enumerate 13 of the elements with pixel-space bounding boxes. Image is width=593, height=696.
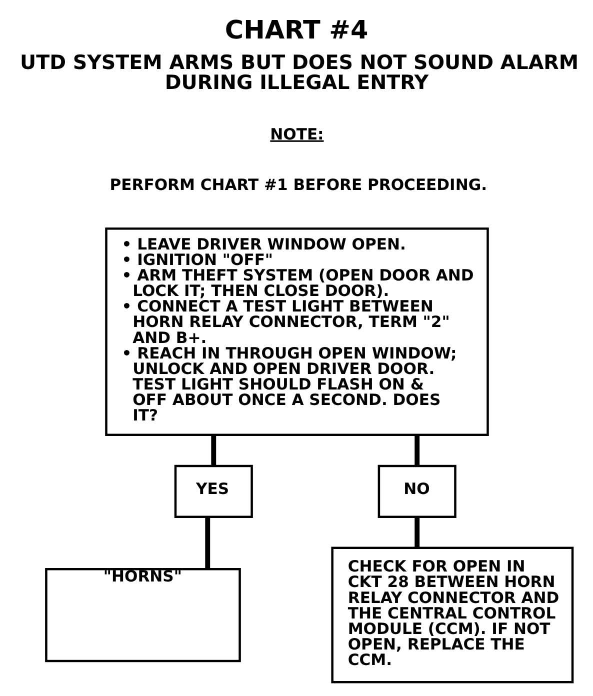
label: NOTE:: [270, 125, 324, 144]
connector: [210, 435, 216, 466]
connector: [414, 517, 420, 548]
label: PERFORM CHART #1 BEFORE PROCEEDING.: [109, 176, 487, 194]
connector: [204, 517, 210, 569]
node-box: CHECK FOR OPEN IN CKT 28 BETWEEN HORN RELAY CONNECTOR AND THE CENTRAL CONTROL MODULE (CCM). IF NOT OPEN, REPLACE THE CCM.: [330, 546, 574, 684]
node-box: • LEAVE DRIVER WINDOW OPEN. • IGNITION "OFF" • ARM THEFT SYSTEM (OPEN DOOR AND LOCK IT; THEN CLOSE DOOR). • CONNECT A TEST LIGHT BETWEEN HORN RELAY CONNECTOR, TERM "2" AND B+. • REACH IN THROUGH OPEN WINDOW; UNLOCK AND OPEN DRIVER DOOR. TEST LIGHT SHOULD FLASH ON & OFF ABOUT ONCE A SECOND. DOES IT?: [104, 227, 488, 436]
node-box: "HORNS": [44, 568, 240, 662]
node-box: YES: [174, 464, 252, 518]
node-box: NO: [377, 464, 456, 518]
diagram-title: CHART #4: [224, 14, 368, 44]
label: UTD SYSTEM ARMS BUT DOES NOT SOUND ALARM DURING ILLEGAL ENTRY: [20, 51, 578, 94]
connector: [414, 435, 420, 466]
